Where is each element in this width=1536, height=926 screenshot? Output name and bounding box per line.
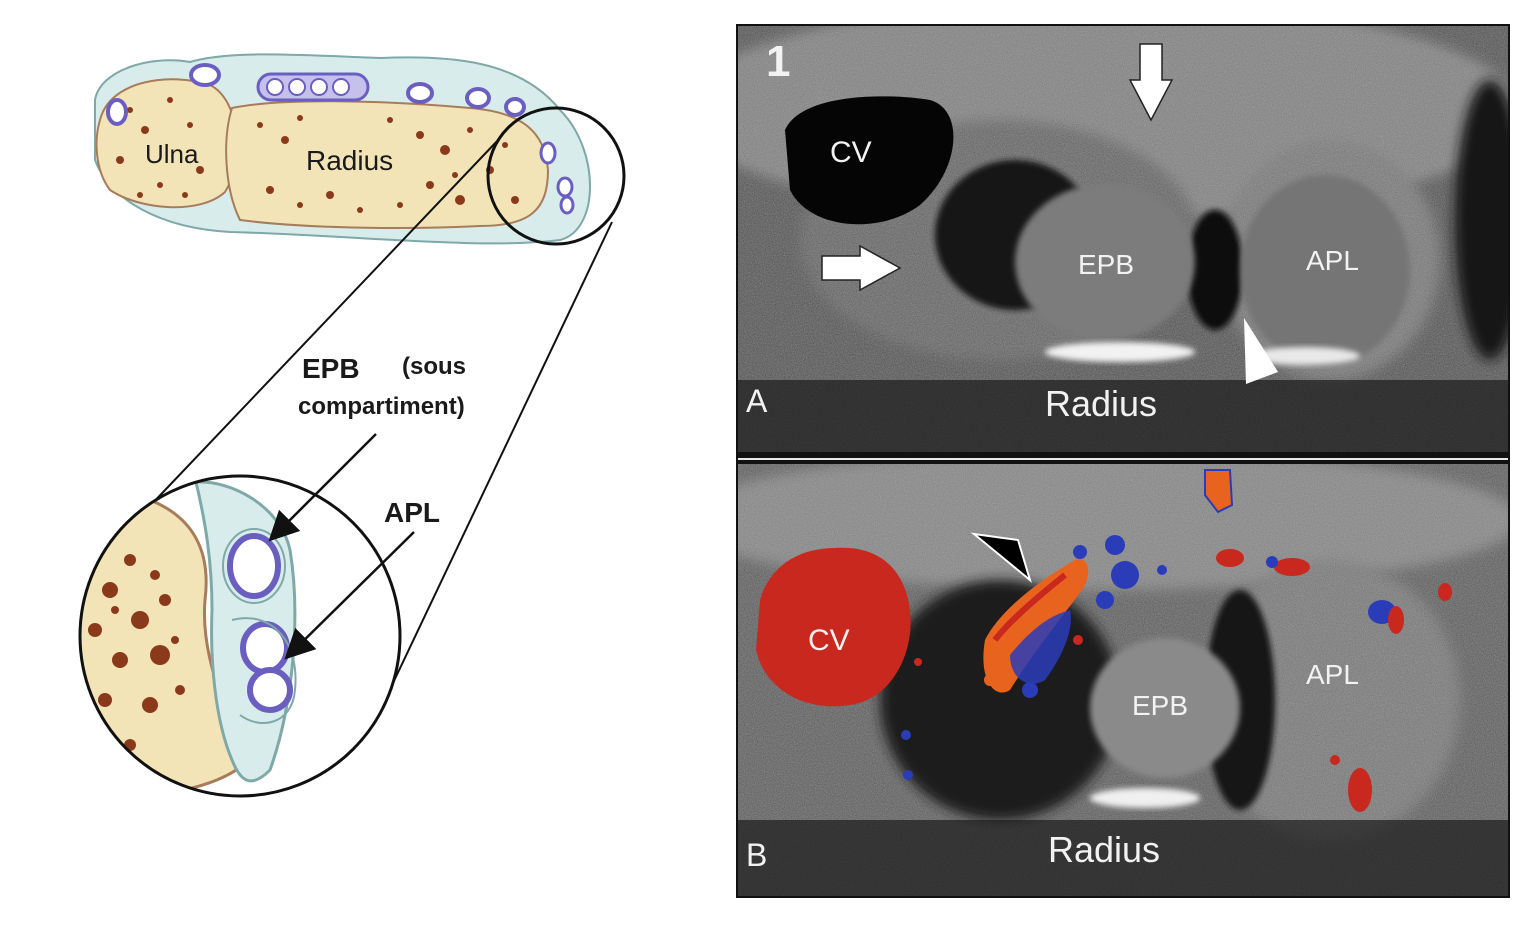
anatomy-illustration: Ulna Radius — [78, 53, 626, 798]
zoom-apl-tendon-1 — [240, 621, 290, 675]
panel-b-doppler-flow — [901, 469, 1452, 812]
panel-a-cv-vessel — [785, 96, 954, 225]
panel-a-cv-label: CV — [830, 136, 872, 169]
bone-marrow-spots — [116, 97, 519, 213]
panel-a-apl-label: APL — [1306, 245, 1359, 276]
ultrasound-panel-b: CV EPB APL Radius B — [736, 462, 1510, 898]
panel-a-radius-label: Radius — [1045, 383, 1157, 424]
apl-label: APL — [384, 497, 440, 528]
panel-b-apl-label: APL — [1306, 659, 1359, 690]
panel-a-epb-label: EPB — [1078, 249, 1134, 280]
zoom-apl-tendon-2 — [247, 667, 293, 713]
panel-a-letter: A — [746, 383, 768, 419]
magnify-line-left — [147, 137, 501, 509]
panel-b-black-arrowhead — [970, 532, 1032, 583]
panel-a-arrowhead — [1244, 318, 1278, 384]
epb-pointer-arrow — [268, 433, 377, 542]
panel-a-apl-tendon — [1240, 175, 1410, 365]
panel-a-radius-cortex — [1045, 342, 1195, 362]
apl-pointer-arrow — [284, 531, 415, 660]
ulna-label: Ulna — [145, 139, 199, 169]
panel-a-epb-tendon — [1015, 184, 1195, 340]
panel-a-figure-number: 1 — [766, 37, 790, 86]
panel-b-epb-label: EPB — [1132, 690, 1188, 721]
magnify-line-right — [392, 221, 613, 684]
zoom-epb-tendon — [227, 533, 281, 599]
epb-note-line2: compartiment) — [298, 393, 465, 420]
radius-bone — [225, 100, 550, 229]
ultrasound-panel-a: 1 CV EPB APL Radius A — [736, 24, 1510, 454]
epb-label: EPB — [302, 353, 360, 384]
extensor-tendons-top — [106, 63, 575, 215]
panel-a-left-arrow — [821, 244, 902, 292]
epb-note-line1: (sous — [402, 353, 466, 380]
magnify-circle-small — [486, 106, 626, 246]
radius-label: Radius — [306, 145, 393, 176]
panel-a-top-arrow — [1128, 43, 1174, 122]
panel-b-epb-tendon — [1090, 638, 1240, 778]
panel-b-letter: B — [746, 837, 767, 873]
panel-b-radius-label: Radius — [1048, 829, 1160, 870]
zoom-circle — [78, 474, 402, 798]
panel-b-radius-cortex — [1090, 788, 1200, 808]
panel-b-cv-doppler — [756, 547, 911, 707]
panel-b-cv-label: CV — [808, 624, 850, 657]
